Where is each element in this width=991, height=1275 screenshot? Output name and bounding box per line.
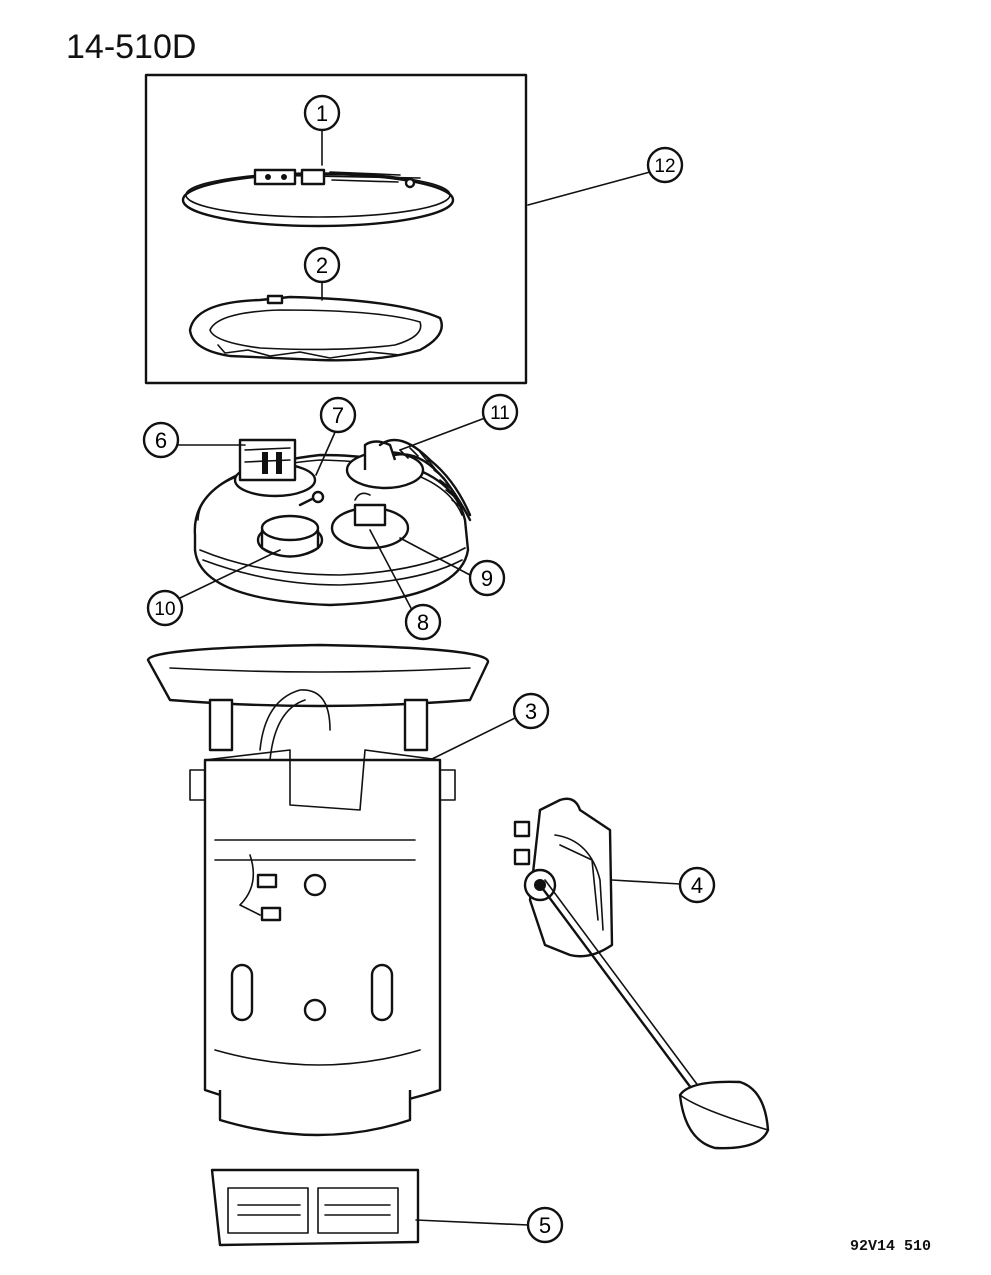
callout-2: 2	[303, 246, 341, 284]
callout-5: 5	[526, 1206, 564, 1244]
callout-label-9: 9	[481, 566, 493, 591]
callout-label-5: 5	[539, 1213, 551, 1238]
callout-label-8: 8	[417, 610, 429, 635]
callout-11: 11	[481, 393, 519, 431]
callout-label-11: 11	[490, 403, 510, 424]
callout-label-4: 4	[691, 873, 703, 898]
callout-label-2: 2	[316, 253, 328, 278]
callout-label-7: 7	[332, 403, 344, 428]
drawing-code: 92V14 510	[850, 1238, 932, 1255]
callout-label-1: 1	[316, 101, 328, 126]
callout-3: 3	[512, 692, 550, 730]
callout-label-12: 12	[654, 156, 675, 177]
kit-box	[144, 73, 528, 385]
callout-10: 10	[146, 589, 184, 627]
callout-label-10: 10	[154, 599, 175, 620]
fuel-module-flange	[193, 438, 472, 607]
callout-1: 1	[303, 94, 341, 132]
fuel-level-sensor	[513, 797, 770, 1150]
callout-label-6: 6	[155, 428, 167, 453]
page-title: 14-510D	[66, 28, 197, 66]
callout-label-3: 3	[525, 699, 537, 724]
callout-9: 9	[468, 559, 506, 597]
fuel-pump-module	[146, 643, 490, 1137]
callout-4: 4	[678, 866, 716, 904]
callout-8: 8	[404, 603, 442, 641]
callout-6: 6	[142, 421, 180, 459]
callout-12: 12	[646, 146, 684, 184]
lock-ring	[181, 168, 455, 228]
inlet-strainer	[210, 1168, 420, 1247]
callout-7: 7	[319, 396, 357, 434]
leader-lines	[174, 129, 681, 1226]
gasket	[188, 294, 443, 362]
